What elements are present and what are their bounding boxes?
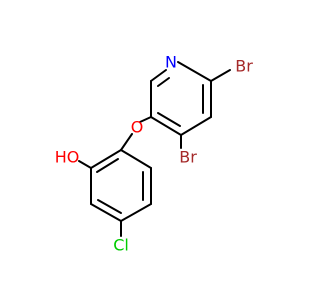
molecule-structure-diagram: N O HO Br Br Cl — [55, 53, 254, 255]
bond-ph4-ph5 — [120, 203, 152, 222]
bond-o-cphenyl — [120, 133, 133, 151]
bond-c4-c3-double — [157, 112, 181, 127]
bond-c4-c3 — [150, 116, 182, 136]
atom-br-top-label: Br — [235, 57, 253, 76]
atom-o-ether-label: O — [131, 118, 144, 137]
bond-ph3-ph4 — [90, 203, 122, 222]
atom-oh-label: HO — [55, 148, 80, 167]
bond-c3-o — [139, 116, 152, 123]
bond-c5-c4 — [180, 116, 212, 136]
bond-ph2-oh — [78, 160, 92, 169]
bond-c2-n1-double — [157, 77, 170, 87]
bond-c2-n1 — [150, 69, 167, 82]
atom-labels: N O HO Br Br Cl — [55, 53, 254, 255]
bond-c6-br — [210, 69, 231, 82]
bond-ph1-ph2 — [90, 149, 122, 169]
bond-n1-c6 — [177, 61, 212, 82]
atom-br-bottom-label: Br — [179, 148, 197, 167]
bond-ph1-ph2-double — [96, 158, 119, 173]
bond-ph3-ph4-double — [97, 199, 122, 214]
atom-n1-label: N — [165, 53, 177, 72]
bond-ph6-ph1 — [120, 149, 152, 169]
bonds — [78, 61, 231, 237]
atom-cl-label: Cl — [113, 236, 129, 255]
